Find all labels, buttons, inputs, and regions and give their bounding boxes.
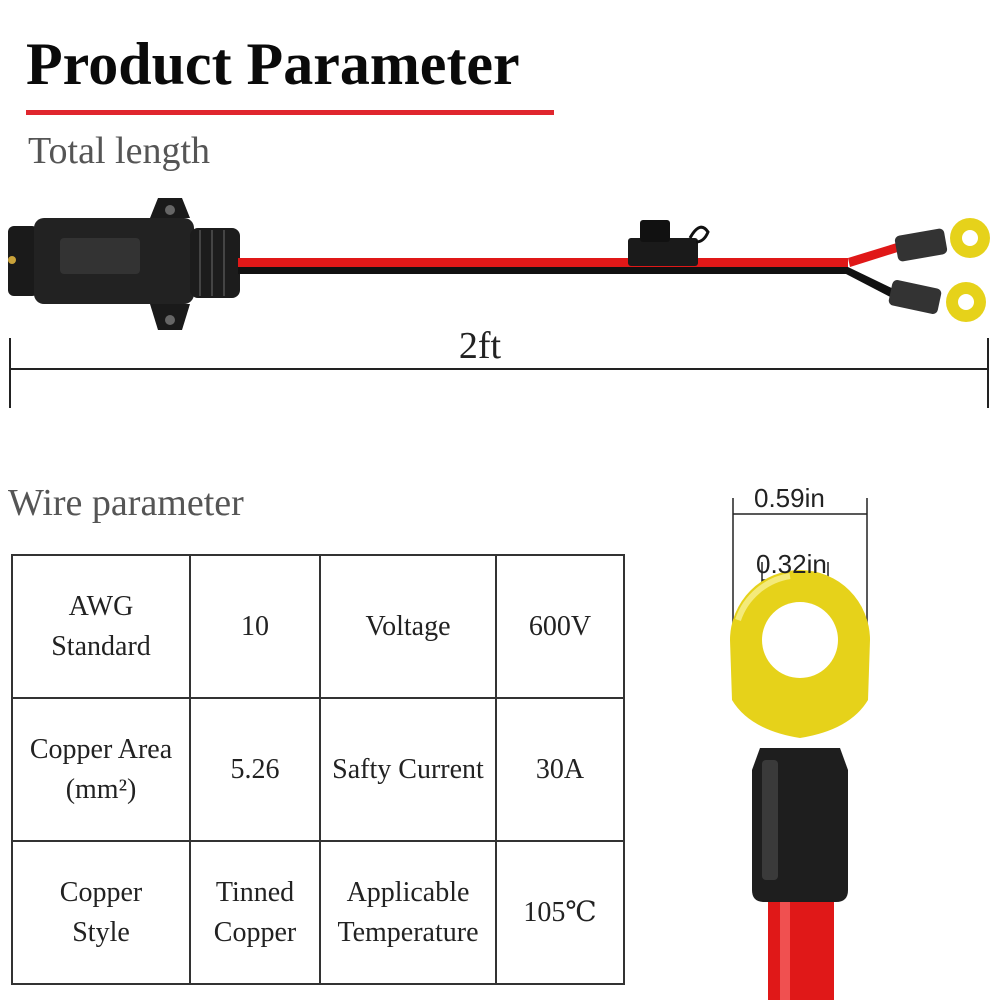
total-length-label: Total length <box>28 130 211 172</box>
inner-diameter-label: 0.32in <box>756 549 827 579</box>
ring-terminal-top <box>894 218 990 262</box>
length-dimension-line <box>9 338 989 408</box>
page-title: Product Parameter <box>26 31 520 97</box>
table-row: Copper Area (mm²) 5.26 Safty Current 30A <box>11 697 625 842</box>
outer-diameter-label: 0.59in <box>754 483 825 513</box>
table-cell: AWG Standard <box>51 590 151 662</box>
table-cell: Voltage <box>365 610 451 642</box>
red-wire <box>238 258 848 267</box>
ring-terminal-closeup <box>730 498 870 1000</box>
table-cell: Safty Current <box>332 753 484 785</box>
table-cell: Copper Area (mm²) <box>29 733 173 805</box>
table-row: AWG Standard 10 Voltage 600V <box>11 554 625 699</box>
total-length-value: 2ft <box>458 325 502 367</box>
inline-fuse-holder <box>628 220 710 266</box>
table-cell: 600V <box>528 610 592 642</box>
table-cell: 105℃ <box>523 896 597 928</box>
red-wire-closeup <box>768 890 834 1000</box>
black-wire <box>238 267 848 274</box>
wire-parameter-table: AWG Standard 10 Voltage 600V Copper Area… <box>11 554 625 985</box>
table-cell: 30A <box>535 753 585 785</box>
table-cell: 10 <box>241 610 269 642</box>
table-cell: 5.26 <box>230 753 280 785</box>
table-cell: Tinned Copper <box>213 876 297 948</box>
title-underline <box>26 110 554 115</box>
cable-illustration <box>8 198 990 408</box>
ring-terminal-bottom <box>888 280 986 322</box>
table-cell: Applicable Temperature <box>337 876 479 948</box>
trailer-connector-plug <box>8 198 240 330</box>
wire-parameter-label: Wire parameter <box>8 482 244 524</box>
table-cell: Copper Style <box>59 876 143 948</box>
table-row: Copper Style Tinned Copper Applicable Te… <box>11 840 625 985</box>
